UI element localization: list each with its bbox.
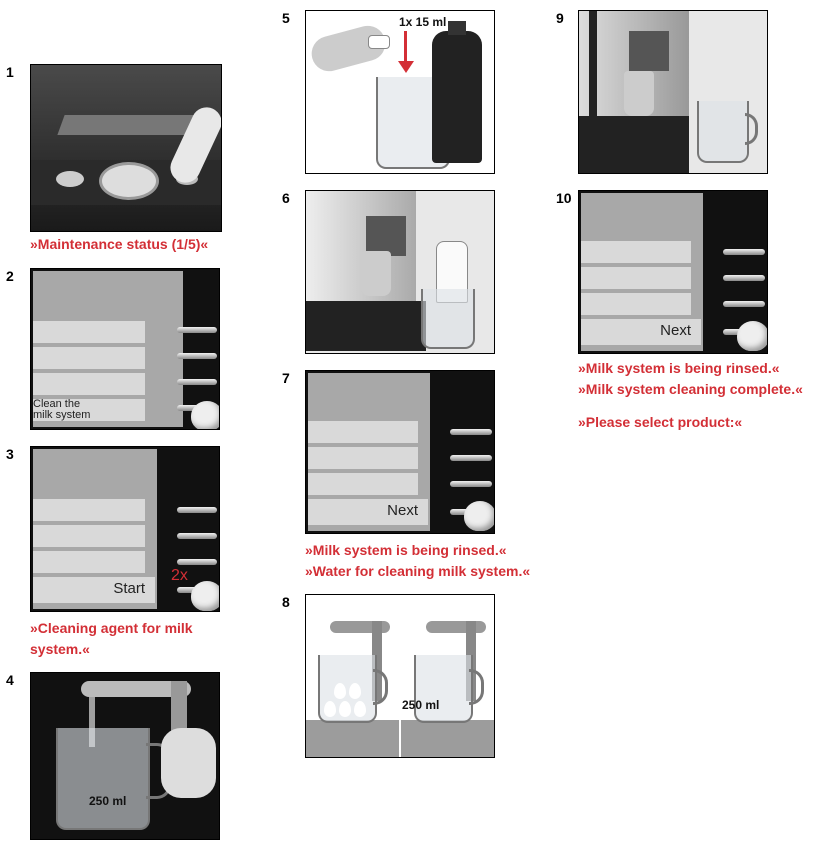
step-7-display: Next [305, 370, 495, 534]
step-number-10: 10 [556, 190, 572, 206]
step-1-photo [30, 64, 222, 232]
rotary-button-1 [177, 327, 217, 333]
step-number-5: 5 [282, 10, 290, 26]
step-number-9: 9 [556, 10, 564, 26]
dial-icon [99, 162, 159, 200]
dose-label: 1x 15 ml [399, 15, 447, 29]
water-drop-icon [354, 701, 366, 717]
step-number-1: 1 [6, 64, 14, 80]
arrow-down-icon [404, 31, 407, 63]
press-count: 2x [171, 567, 188, 584]
step-10-caption-2: »Milk system cleaning complete.« [578, 381, 803, 397]
step-1-caption: »Maintenance status (1/5)« [30, 236, 209, 252]
menu-item-next: Next [308, 499, 428, 525]
step-number-4: 4 [6, 672, 14, 688]
menu-item-start: Start [33, 577, 155, 603]
step-4-photo: 250 ml [30, 672, 220, 840]
step-9-photo [578, 10, 768, 174]
cleaning-bottle-icon [432, 31, 482, 163]
menu-item-clean-milk-system: Clean the milk system [33, 399, 145, 421]
step-2-display: Clean the milk system [30, 268, 220, 430]
rotary-button-3 [177, 379, 217, 385]
finger-icon [737, 321, 767, 351]
measuring-jug-icon [697, 101, 749, 163]
step-7-caption-1: »Milk system is being rinsed.« [305, 542, 507, 558]
step-6-photo [305, 190, 495, 354]
step-10-caption-3: »Please select product:« [578, 414, 743, 430]
step-10-display: Next [578, 190, 768, 354]
faucet-icon [81, 681, 191, 697]
measuring-jug-icon [56, 728, 150, 830]
water-drop-icon [339, 701, 351, 717]
finger-icon [191, 401, 219, 429]
amount-label: 250 ml [89, 794, 127, 808]
step-3-caption: »Cleaning agent for milk system.« [30, 620, 193, 657]
step-10-caption-1: »Milk system is being rinsed.« [578, 360, 780, 376]
measuring-jug-icon [421, 289, 475, 349]
step-3-display: Start 2x [30, 446, 220, 612]
measuring-jug-icon [414, 655, 473, 723]
menu-item-next: Next [581, 319, 701, 345]
rotary-button-2 [177, 353, 217, 359]
step-7-caption-2: »Water for cleaning milk system.« [305, 563, 531, 579]
step-8-photo: 250 ml [305, 594, 495, 758]
step-number-2: 2 [6, 268, 14, 284]
step-number-8: 8 [282, 594, 290, 610]
step-number-7: 7 [282, 370, 290, 386]
faucet-icon [426, 621, 486, 633]
step-5-photo: 1x 15 ml [305, 10, 495, 174]
water-drop-icon [334, 683, 346, 699]
water-drop-icon [349, 683, 361, 699]
step-number-6: 6 [282, 190, 290, 206]
water-drop-icon [324, 701, 336, 717]
step-number-3: 3 [6, 446, 14, 462]
finger-icon [191, 581, 219, 611]
finger-icon [464, 501, 494, 531]
amount-label: 250 ml [402, 698, 440, 712]
